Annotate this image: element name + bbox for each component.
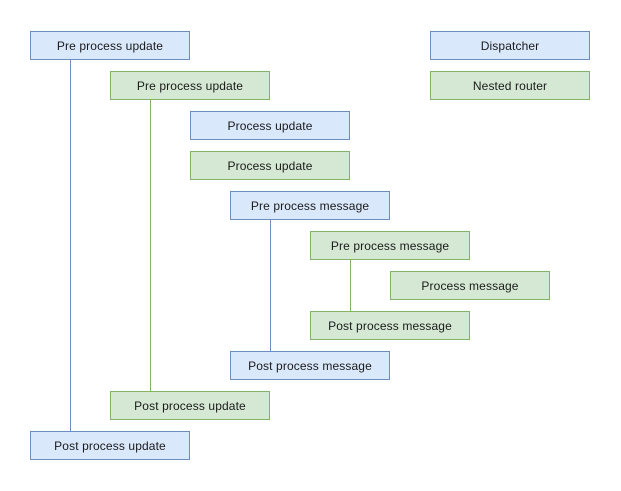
node-label: Process message bbox=[421, 278, 519, 293]
node-label: Post process update bbox=[54, 438, 166, 453]
node-dispatcher-pre-process-message[interactable]: Pre process message bbox=[230, 191, 390, 220]
node-router-process-update[interactable]: Process update bbox=[190, 151, 350, 180]
node-label: Process update bbox=[227, 118, 313, 133]
node-label: Pre process update bbox=[136, 78, 244, 93]
connector-dispatcher-message-span bbox=[270, 220, 271, 351]
node-dispatcher-process-update[interactable]: Process update bbox=[190, 111, 350, 140]
node-router-post-process-message[interactable]: Post process message bbox=[310, 311, 470, 340]
node-label: Post process message bbox=[328, 318, 452, 333]
node-label: Pre process update bbox=[56, 38, 164, 53]
legend-router-nested-router[interactable]: Nested router bbox=[430, 71, 590, 100]
connector-router-update-span bbox=[150, 100, 151, 391]
node-dispatcher-post-process-message[interactable]: Post process message bbox=[230, 351, 390, 380]
node-label: Post process update bbox=[134, 398, 246, 413]
node-router-pre-process-update[interactable]: Pre process update bbox=[110, 71, 270, 100]
node-label: Dispatcher bbox=[480, 38, 540, 53]
node-label: Nested router bbox=[472, 78, 548, 93]
node-router-process-message[interactable]: Process message bbox=[390, 271, 550, 300]
node-router-pre-process-message[interactable]: Pre process message bbox=[310, 231, 470, 260]
connector-router-message-span bbox=[350, 260, 351, 311]
node-label: Pre process message bbox=[330, 238, 450, 253]
node-label: Process update bbox=[227, 158, 313, 173]
node-label: Post process message bbox=[248, 358, 372, 373]
node-dispatcher-post-process-update[interactable]: Post process update bbox=[30, 431, 190, 460]
node-router-post-process-update[interactable]: Post process update bbox=[110, 391, 270, 420]
node-label: Pre process message bbox=[250, 198, 370, 213]
connector-dispatcher-update-span bbox=[70, 60, 71, 431]
legend-dispatcher-dispatcher[interactable]: Dispatcher bbox=[430, 31, 590, 60]
node-dispatcher-pre-process-update[interactable]: Pre process update bbox=[30, 31, 190, 60]
